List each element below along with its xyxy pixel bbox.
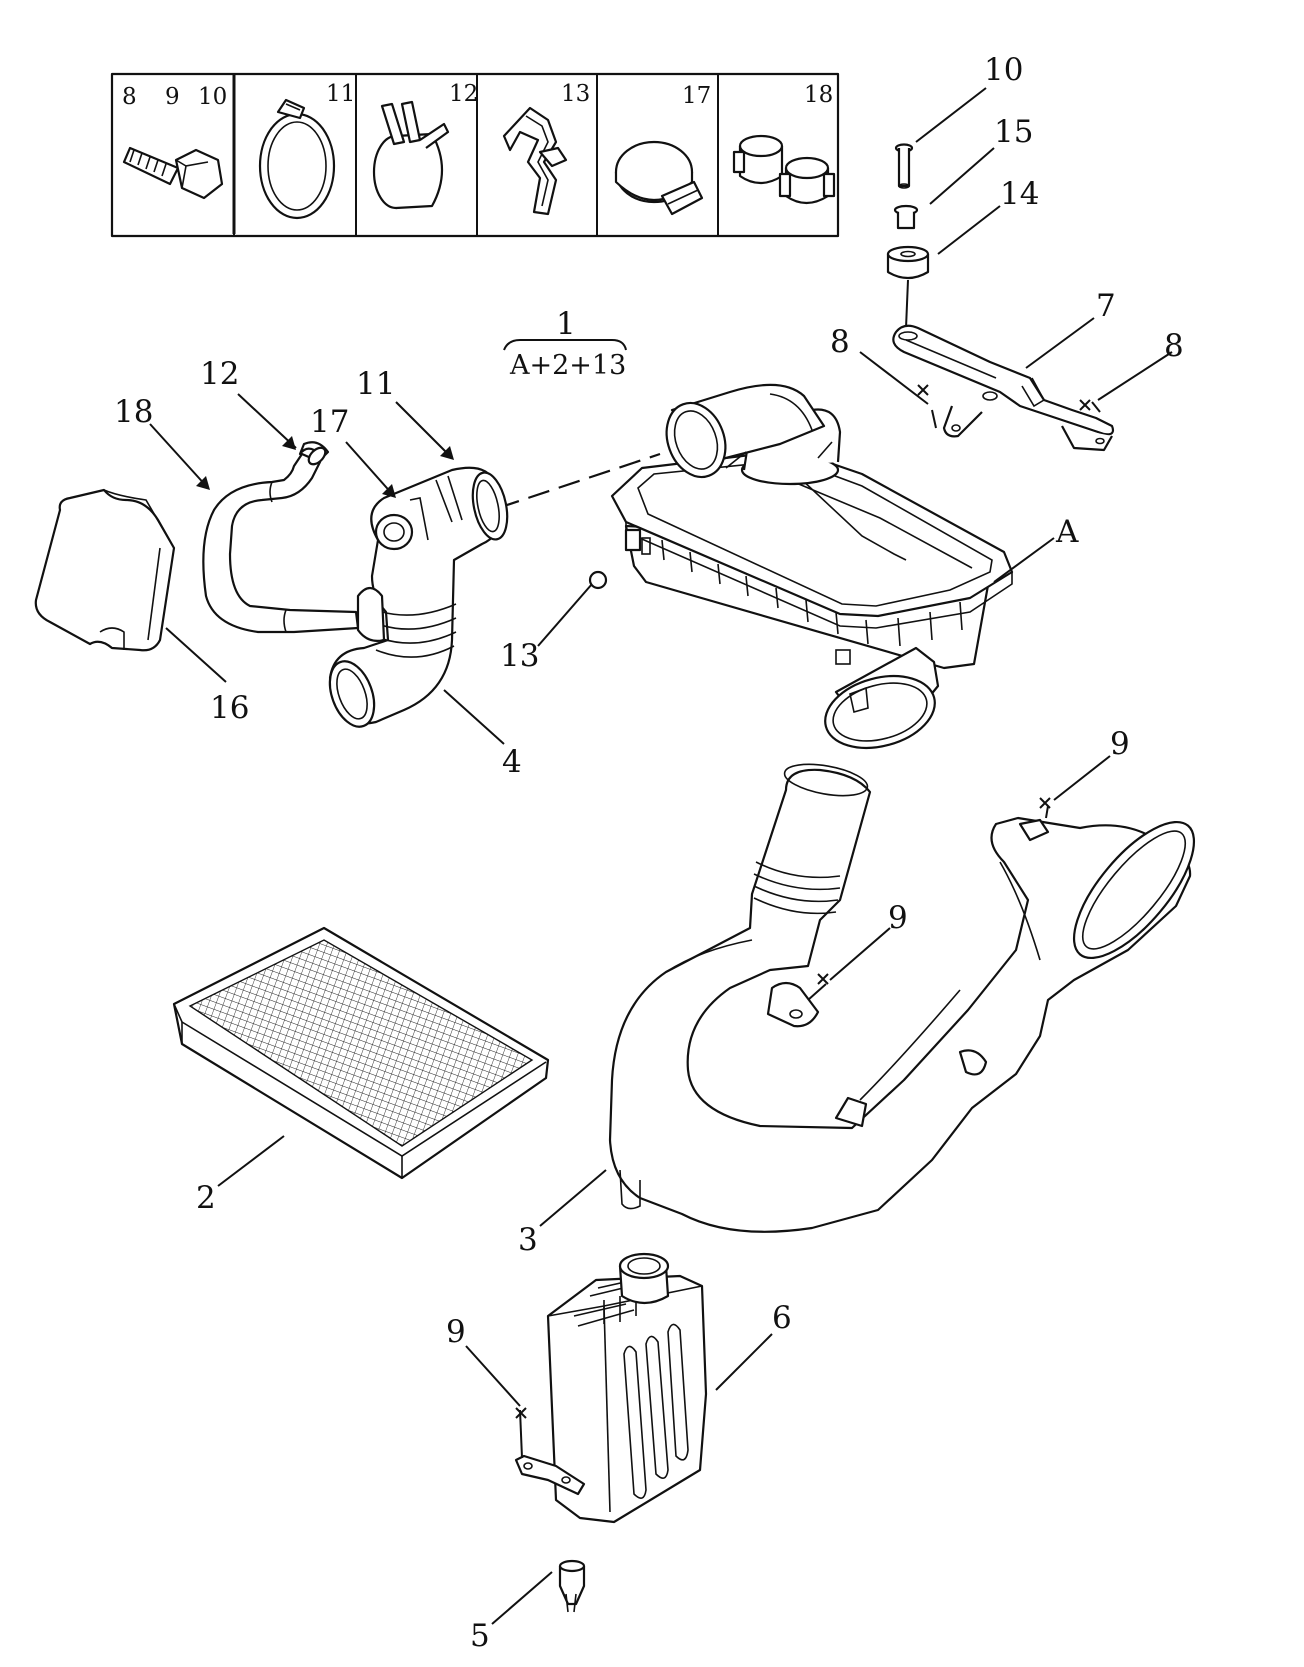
mounting-hardware	[886, 143, 1115, 452]
legend-cell-bolt: 8 9 10	[122, 84, 227, 200]
callout-4: 4	[502, 744, 522, 780]
callout-5: 5	[470, 1618, 490, 1654]
spring-clamp-pair-icon	[732, 134, 836, 205]
assembly-formula: A+2+13	[509, 350, 626, 381]
legend-number-8: 8	[122, 84, 137, 110]
wire-clip-icon	[502, 106, 568, 216]
callout-11: 11	[356, 366, 395, 402]
air-cleaner-bracket-part	[892, 324, 1115, 452]
callout-12: 12	[200, 356, 239, 392]
callout-8-right: 8	[1164, 328, 1184, 364]
air-cleaner-housing-part	[588, 383, 1014, 749]
mount-grommet-part	[886, 245, 930, 280]
legend-number-10: 10	[198, 84, 227, 110]
strap-clamp-icon	[372, 100, 450, 210]
legend-number-18: 18	[804, 82, 833, 108]
legend-number-11: 11	[326, 81, 355, 107]
callout-9-mid: 9	[888, 900, 908, 936]
callout-9-top: 9	[1110, 726, 1130, 762]
assembly-number: 1	[556, 306, 576, 342]
resonator-box-part	[514, 1252, 708, 1524]
legend-cell-worm-clamp: 11	[258, 81, 355, 220]
legend-cell-hose-clamp: 17	[614, 83, 711, 216]
callout-13: 13	[500, 638, 539, 674]
callout-14: 14	[1000, 176, 1039, 212]
callout-9-bottom: 9	[446, 1314, 466, 1350]
legend-number-12: 12	[449, 81, 478, 107]
housing-inlet-cone	[824, 646, 940, 749]
callout-15: 15	[994, 114, 1033, 150]
legend-cell-strap-clamp: 12	[372, 81, 478, 210]
drain-valve-part	[558, 1559, 586, 1613]
callout-3: 3	[518, 1222, 538, 1258]
intake-tube-part	[328, 466, 509, 728]
flange-bolt-icon	[122, 146, 224, 200]
worm-clamp-icon	[258, 98, 336, 220]
legend-number-17: 17	[682, 83, 711, 109]
legend-cell-spring-clamp-pair: 18	[732, 82, 836, 205]
mount-washer-part	[893, 204, 919, 230]
callout-18: 18	[114, 394, 153, 430]
main-intake-duct-part	[608, 763, 1196, 1233]
legend-cell-wire-clip: 13	[502, 81, 590, 216]
callout-7: 7	[1096, 288, 1116, 324]
callout-8-left: 8	[830, 324, 850, 360]
legend-number-13: 13	[561, 81, 590, 107]
breather-hose-part	[202, 441, 360, 634]
legend-number-9: 9	[165, 84, 180, 110]
resonator-cover-part	[34, 488, 176, 652]
mount-bolt-part	[894, 143, 914, 189]
callout-16: 16	[210, 690, 249, 726]
fastener-legend: 8 9 10 11 12	[110, 72, 840, 238]
air-filter-element-part	[172, 926, 550, 1180]
callout-17: 17	[310, 404, 349, 440]
housing-outlet-elbow	[665, 383, 842, 486]
callout-2: 2	[196, 1180, 216, 1216]
callout-A: A	[1055, 514, 1079, 550]
assembly-reference: 1 A+2+13	[503, 306, 627, 381]
callout-6: 6	[772, 1300, 792, 1336]
hose-clamp-icon	[614, 140, 704, 216]
callout-10: 10	[984, 52, 1023, 88]
callout-numbers: 10 15 14 7 8 8 A 12 18 17 11 16 13 4 9 9…	[114, 52, 1184, 1654]
leader-lines	[149, 87, 1173, 1625]
